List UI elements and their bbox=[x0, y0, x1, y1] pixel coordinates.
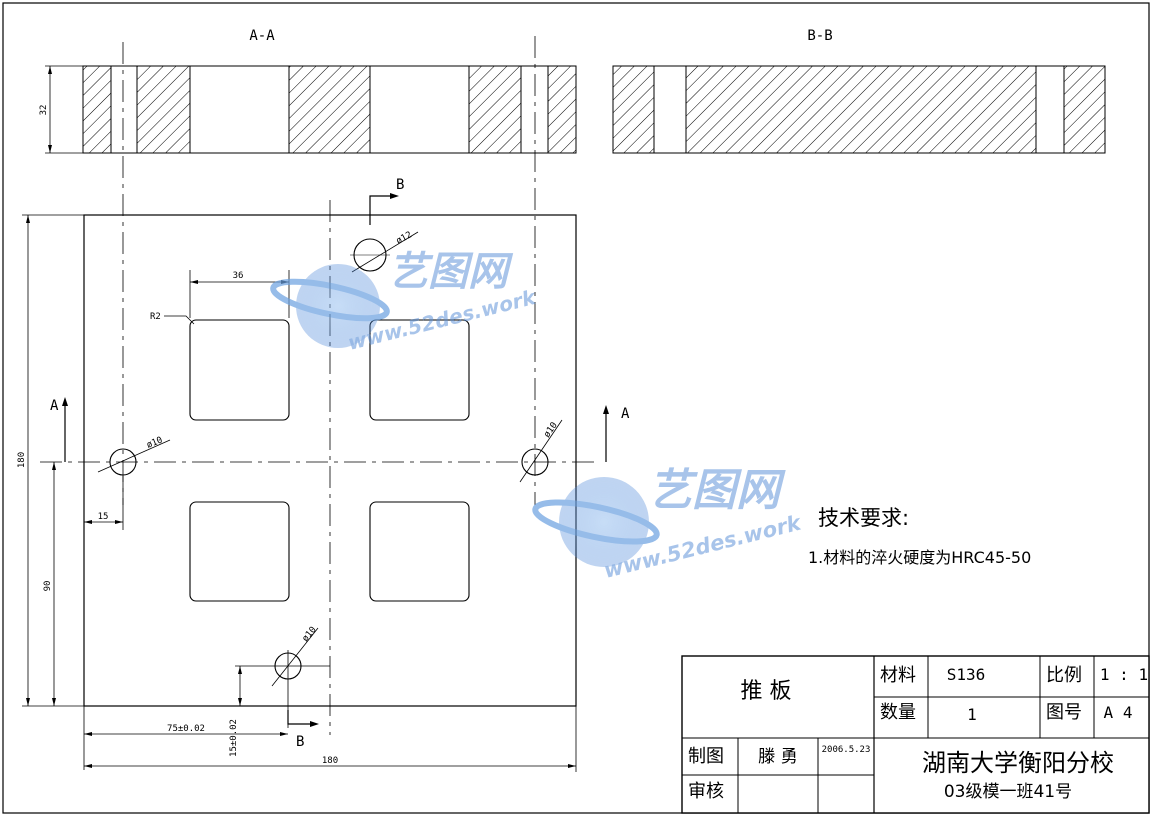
dim-thickness: 32 bbox=[39, 105, 49, 116]
hole-right-10 bbox=[521, 448, 549, 476]
section-bb: B-B bbox=[612, 28, 1106, 154]
dim-15-tol: 15±0.02 bbox=[229, 719, 239, 757]
dim-75: 75±0.02 bbox=[167, 724, 205, 734]
pocket-bottom-right bbox=[369, 501, 470, 602]
section-aa-label: A-A bbox=[249, 28, 275, 44]
watermark-2: 艺图网 www.52des.work bbox=[532, 465, 805, 583]
scale-label: 比例 bbox=[1046, 665, 1082, 686]
tech-note-1: 1.材料的淬火硬度为HRC45-50 bbox=[808, 548, 1031, 567]
dim-15: 15 bbox=[98, 512, 109, 522]
scale-value: 1 : 1 bbox=[1100, 665, 1148, 684]
dim-dia-12: ø12 bbox=[395, 230, 414, 246]
part-name: 推 板 bbox=[741, 679, 792, 704]
pocket-top-right bbox=[369, 319, 470, 421]
material-value: S136 bbox=[947, 665, 986, 684]
dim-36: 36 bbox=[233, 271, 244, 281]
hole-left-10 bbox=[109, 448, 137, 476]
material-label: 材料 bbox=[880, 665, 916, 686]
drawing-no-value: A 4 bbox=[1104, 703, 1133, 722]
globe-icon bbox=[559, 477, 649, 567]
watermark-brand: 艺图网 bbox=[648, 465, 786, 516]
qty-value: 1 bbox=[967, 705, 977, 724]
marker-a-right: A bbox=[621, 406, 630, 422]
watermark-1: 艺图网 www.52des.work bbox=[270, 249, 539, 355]
section-bb-label: B-B bbox=[807, 28, 832, 44]
tech-requirements: 技术要求: 1.材料的淬火硬度为HRC45-50 bbox=[808, 506, 1031, 567]
dim-dia-10-left: ø10 bbox=[145, 435, 164, 450]
marker-b-top: B bbox=[396, 177, 404, 193]
title-block: 推 板 材料 S136 比例 1 : 1 数量 1 图号 A 4 制图 滕 勇 … bbox=[681, 655, 1150, 814]
dim-90: 90 bbox=[43, 581, 53, 592]
school-name: 湖南大学衡阳分校 bbox=[922, 749, 1114, 777]
dim-180-vertical: 180 bbox=[17, 452, 27, 468]
dim-r2: R2 bbox=[150, 312, 161, 322]
pocket-bottom-left bbox=[189, 501, 290, 602]
dim-dia-10-bottom: ø10 bbox=[301, 625, 319, 644]
marker-b-bottom: B bbox=[296, 734, 304, 750]
pocket-top-left bbox=[189, 319, 290, 421]
dim-180-horizontal: 180 bbox=[322, 756, 338, 766]
drawn-by: 滕 勇 bbox=[758, 747, 797, 767]
marker-a-left: A bbox=[50, 398, 59, 414]
class-id: 03级模一班41号 bbox=[944, 782, 1072, 802]
tech-title: 技术要求: bbox=[818, 506, 909, 530]
section-aa: A-A 32 bbox=[39, 28, 577, 154]
drawing-no-label: 图号 bbox=[1046, 702, 1082, 723]
watermark-brand: 艺图网 bbox=[388, 249, 514, 295]
dim-dia-10-right: ø10 bbox=[542, 421, 560, 440]
drawn-label: 制图 bbox=[688, 746, 724, 767]
check-label: 审核 bbox=[688, 781, 724, 802]
qty-label: 数量 bbox=[880, 702, 916, 723]
date: 2006.5.23 bbox=[822, 745, 871, 755]
